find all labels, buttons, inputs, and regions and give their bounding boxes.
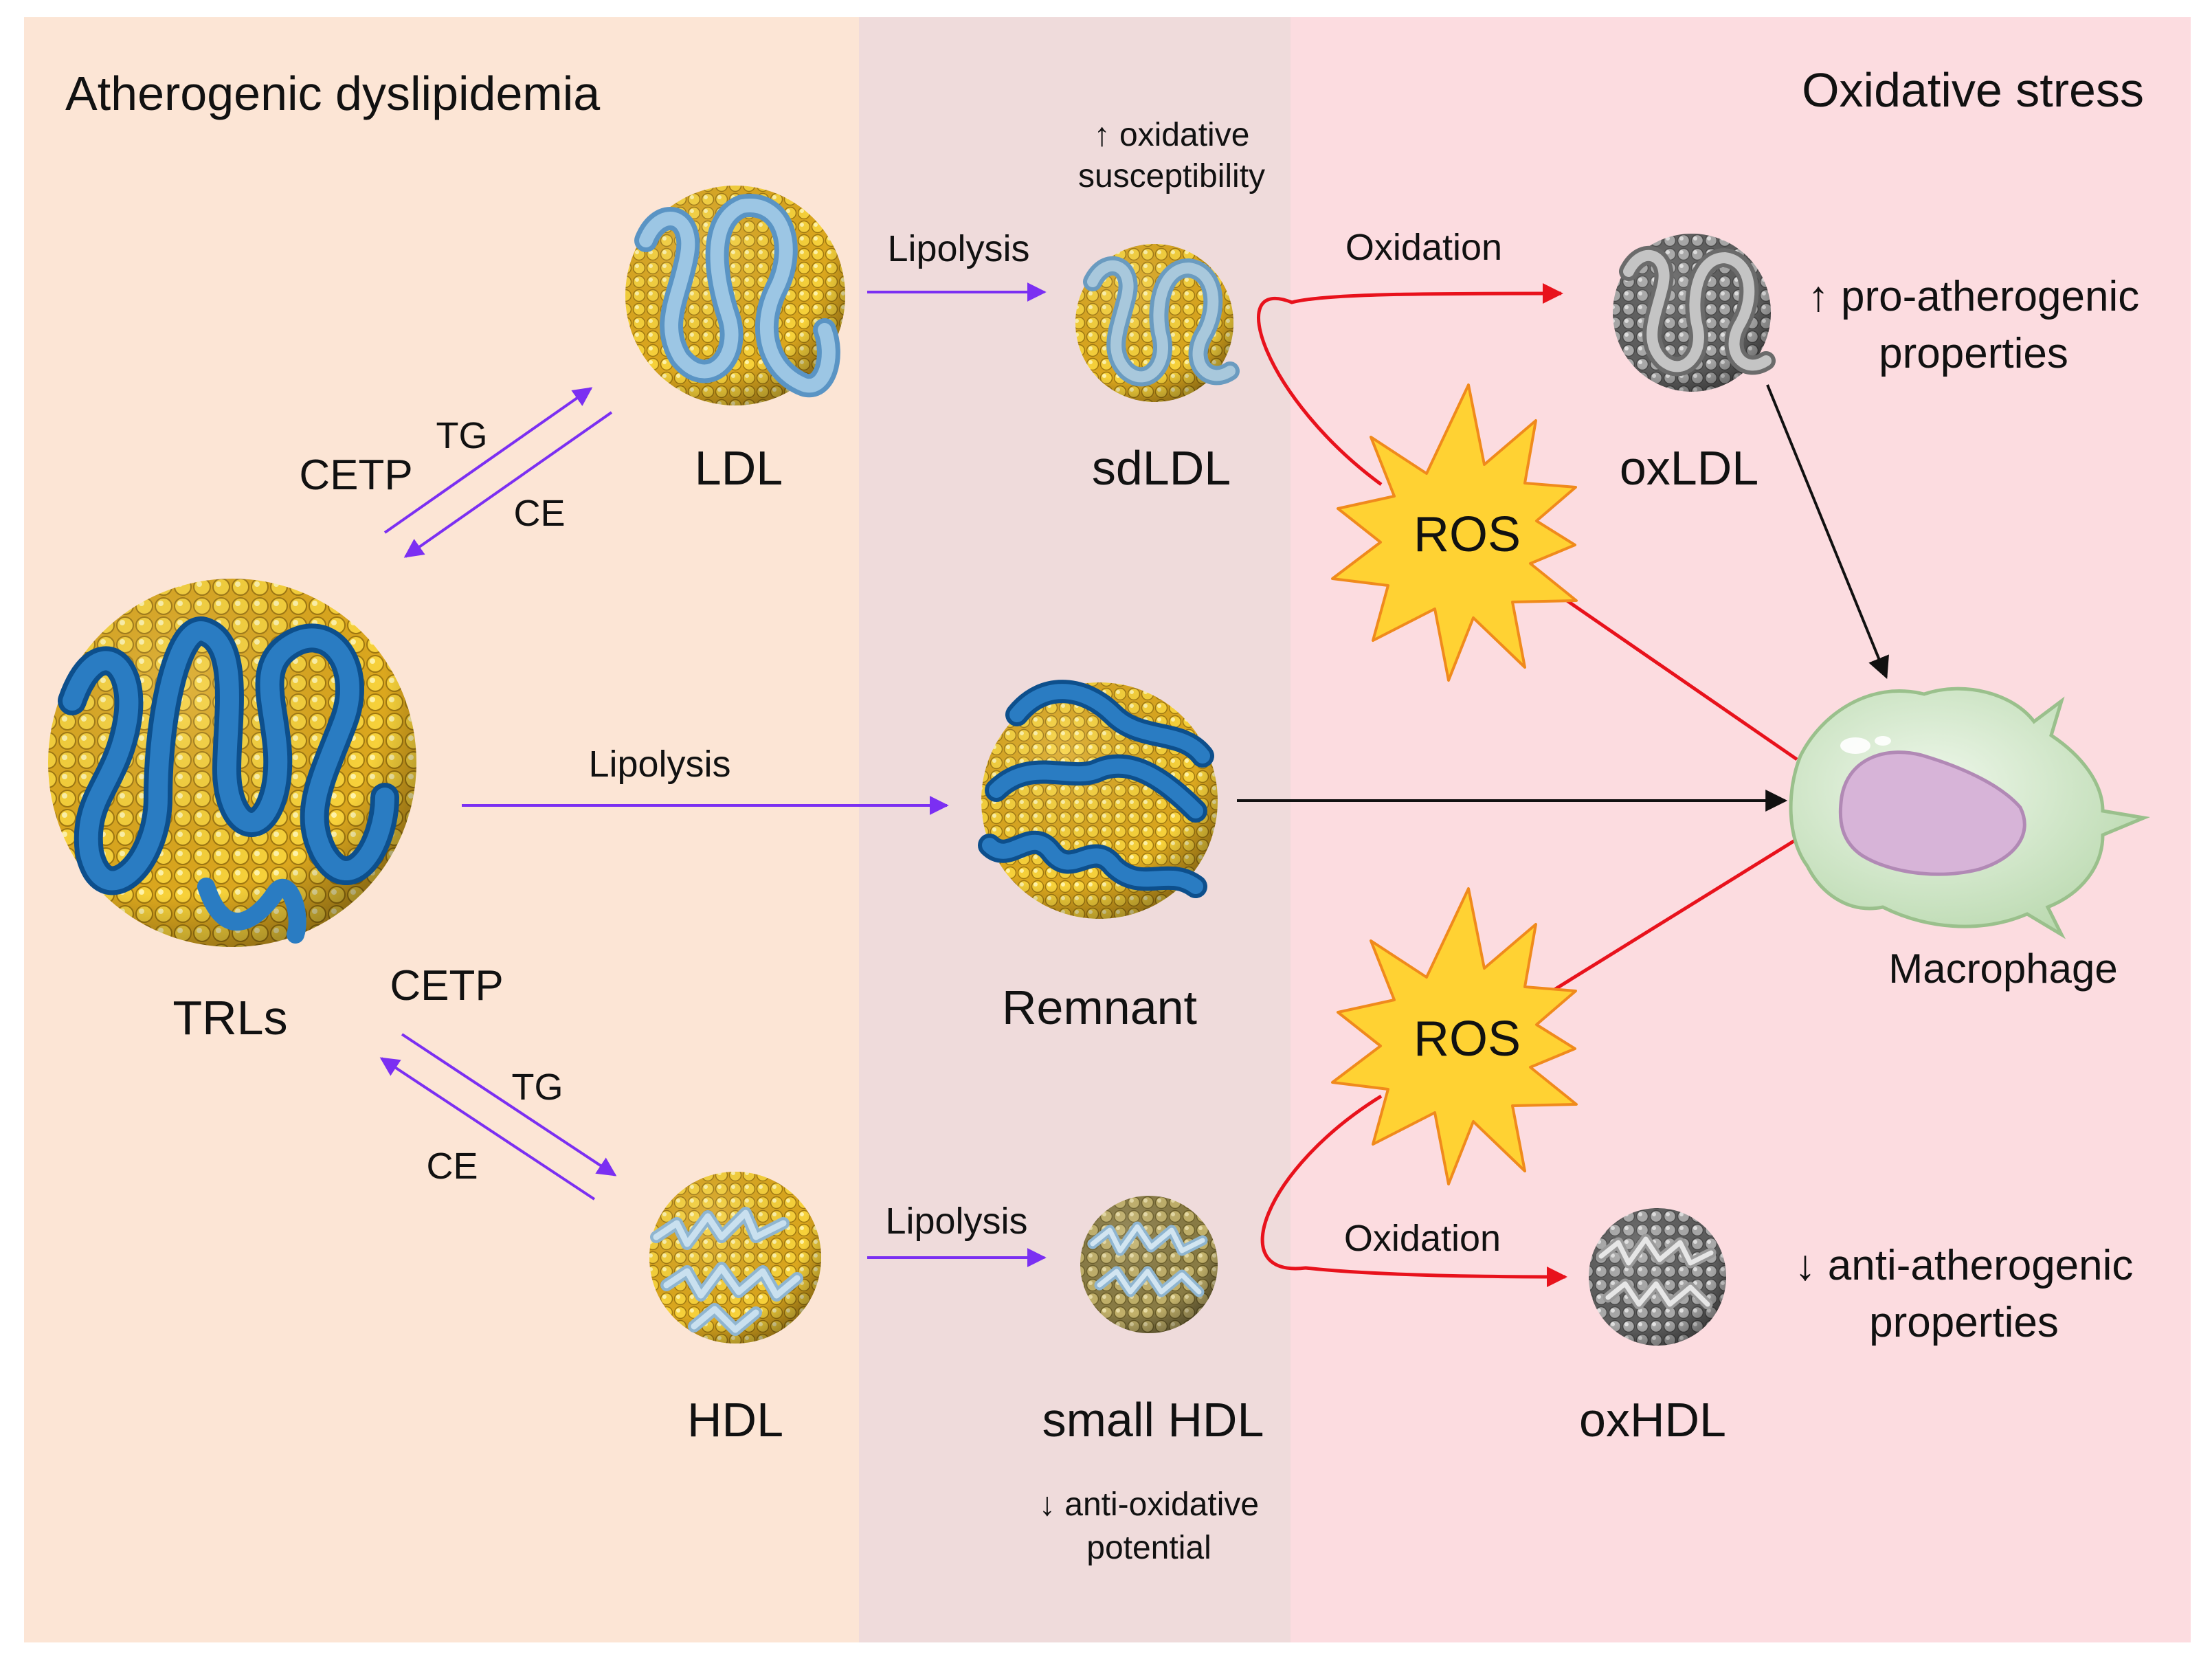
macrophage-label: Macrophage [1888, 946, 2118, 992]
left-panel-title: Atherogenic dyslipidemia [65, 67, 600, 120]
hdl-label: HDL [687, 1393, 783, 1447]
anti-atherogenic-line1: ↓ anti-atherogenic [1795, 1242, 2134, 1289]
anti-oxidative-line1: ↓ anti-oxidative [1039, 1486, 1259, 1523]
right-panel-title: Oxidative stress [1802, 63, 2144, 117]
ros-lower-label: ROS [1414, 1012, 1521, 1067]
cetp-lower-label: CETP [390, 962, 503, 1010]
remnant-label: Remnant [1002, 981, 1197, 1034]
tg-lower-label: TG [512, 1067, 563, 1108]
oxldl-particle [1613, 234, 1776, 392]
arrow-trl-to-ldl [383, 387, 593, 534]
lipolysis-ldl-label: Lipolysis [887, 228, 1029, 269]
remnant-particle [978, 680, 1218, 919]
pro-atherogenic-line2: properties [1879, 330, 2068, 377]
oxhdl-label: oxHDL [1579, 1393, 1726, 1447]
trl-particle [48, 579, 416, 947]
arrow-ros-lower-macrophage [1553, 835, 1802, 992]
tg-upper-label: TG [436, 415, 488, 456]
arrow-oxidation-hdl [1260, 1094, 1567, 1287]
ldl-particle [625, 186, 845, 405]
arrow-ldl-to-trl [403, 411, 613, 558]
macrophage-cell [1789, 687, 2150, 939]
pro-atherogenic-line1: ↑ pro-atherogenic [1808, 273, 2140, 320]
lipolysis-hdl-label: Lipolysis [885, 1201, 1027, 1242]
hdl-particle [649, 1172, 821, 1344]
anti-atherogenic-line2: properties [1869, 1299, 2059, 1346]
sdldl-label: sdLDL [1092, 441, 1231, 495]
small-hdl-particle [1080, 1196, 1218, 1333]
sdldl-particle [1075, 244, 1240, 402]
arrow-hdl-to-trl [379, 1057, 596, 1201]
ros-burst-lower [1331, 887, 1578, 1185]
ldl-label: LDL [695, 441, 783, 495]
oxhdl-particle [1589, 1208, 1726, 1346]
oxidation-hdl-label: Oxidation [1344, 1218, 1501, 1259]
oxidative-susceptibility-line1: ↑ oxidative [1094, 117, 1250, 153]
trl-label: TRLs [172, 991, 287, 1045]
ros-upper-label: ROS [1414, 507, 1521, 562]
cetp-upper-label: CETP [299, 452, 412, 499]
arrow-oxidation-ldl [1257, 283, 1563, 487]
small-hdl-label: small HDL [1042, 1393, 1264, 1447]
arrow-ros-upper-macrophage [1552, 589, 1798, 761]
oxldl-label: oxLDL [1620, 441, 1758, 495]
arrow-oxldl-to-macrophage [1766, 384, 1889, 679]
arrow-trl-to-hdl [401, 1033, 617, 1177]
lipolysis-trl-label: Lipolysis [588, 744, 730, 785]
ce-upper-label: CE [513, 493, 565, 534]
oxidative-susceptibility-line2: susceptibility [1078, 158, 1265, 194]
ce-lower-label: CE [426, 1146, 478, 1187]
oxidation-ldl-label: Oxidation [1345, 227, 1502, 268]
ros-burst-upper [1331, 383, 1578, 682]
anti-oxidative-line2: potential [1086, 1530, 1211, 1566]
